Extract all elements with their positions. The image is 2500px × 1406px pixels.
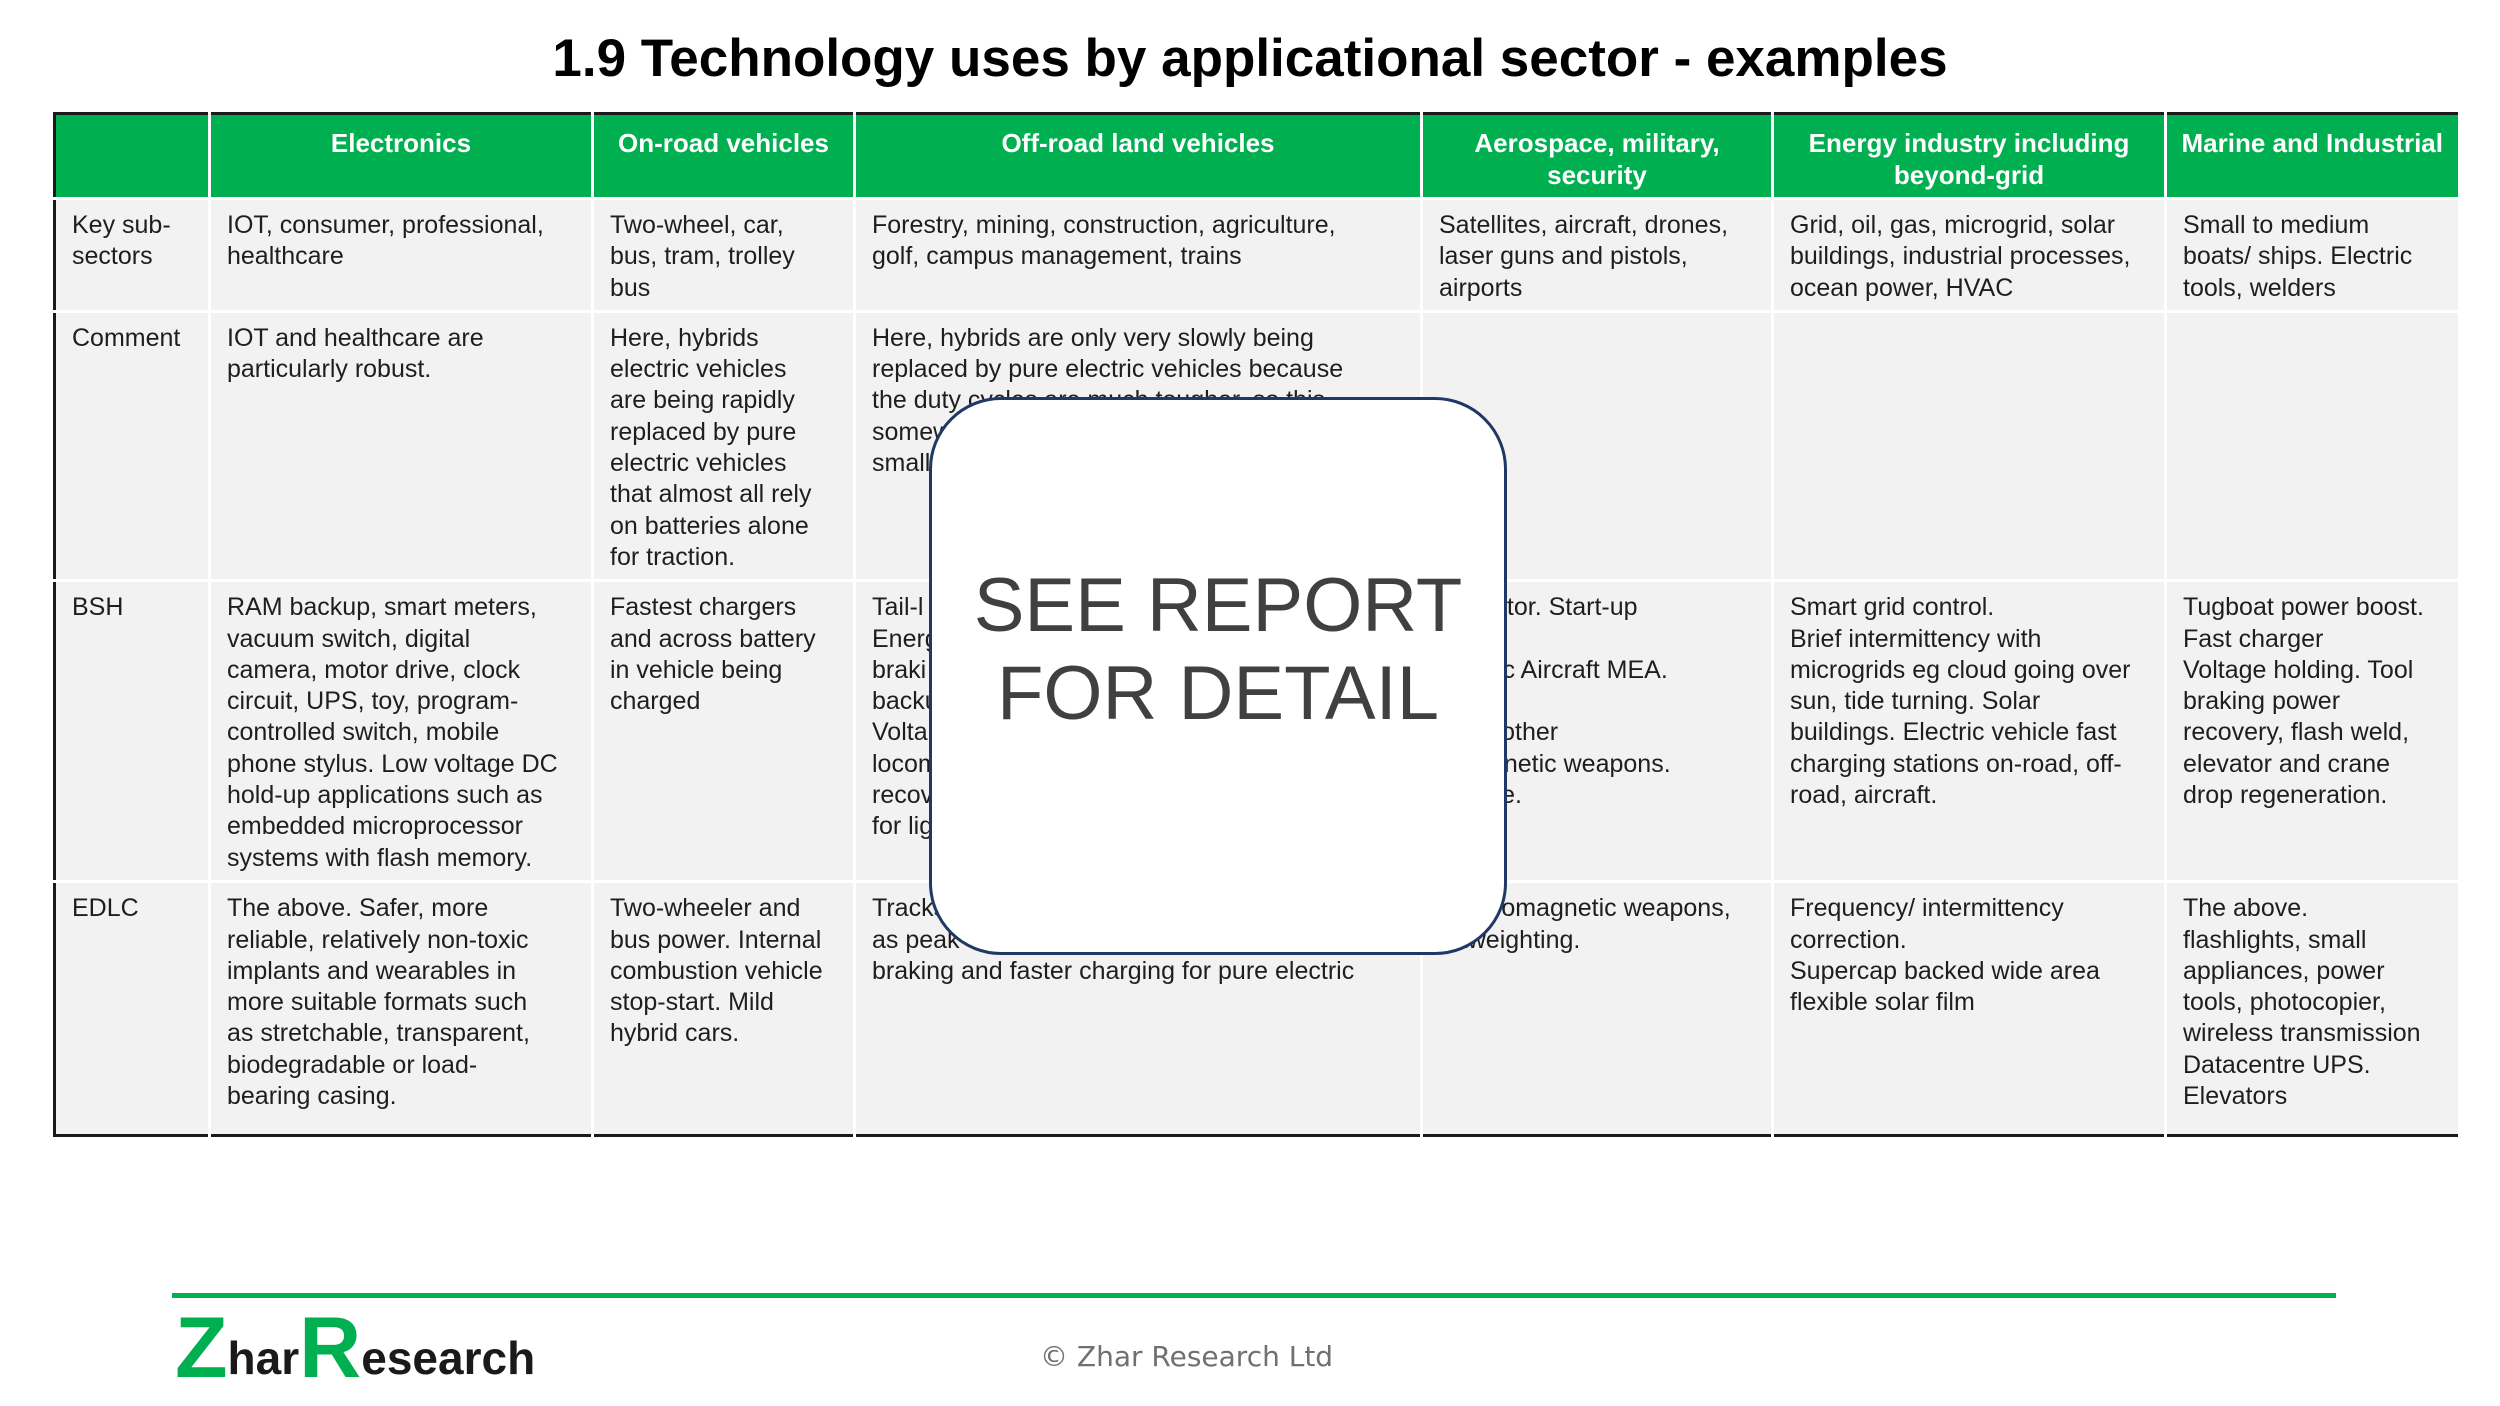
- table-cell: Satellites, aircraft, drones, laser guns…: [1421, 197, 1774, 312]
- table-cell: [1772, 309, 2167, 581]
- logo-letter-z: Z: [175, 1300, 228, 1396]
- overlay-text: SEE REPORT FOR DETAIL: [973, 563, 1463, 736]
- footer-divider: [172, 1293, 2336, 1298]
- logo-text-esearch: esearch: [361, 1332, 536, 1384]
- header-cell: Marine and Industrial: [2165, 113, 2458, 199]
- table-cell: BSH: [54, 579, 211, 882]
- page-title: 1.9 Technology uses by applicational sec…: [552, 29, 1948, 88]
- header-cell: Aerospace, military, security: [1421, 113, 1774, 199]
- table-cell: IOT, consumer, professional, healthcare: [209, 197, 594, 312]
- see-report-overlay: SEE REPORT FOR DETAIL: [929, 397, 1507, 955]
- table-cell: Here, hybrids electric vehicles are bein…: [592, 309, 856, 581]
- table-cell: Small to medium boats/ ships. Electric t…: [2165, 197, 2458, 312]
- table-cell: Key sub- sectors: [54, 197, 211, 312]
- table-cell: The above. Safer, more reliable, relativ…: [209, 880, 594, 1136]
- table-cell: Grid, oil, gas, microgrid, solar buildin…: [1772, 197, 2167, 312]
- copyright-text: © Zhar Research Ltd: [1040, 1340, 1334, 1373]
- header-cell: [54, 113, 211, 199]
- logo-letter-r: R: [299, 1300, 362, 1396]
- table-cell: EDLC: [54, 880, 211, 1136]
- table-cell: Comment: [54, 309, 211, 581]
- table-cell: Smart grid control. Brief intermittency …: [1772, 579, 2167, 882]
- table-cell: [2165, 309, 2458, 581]
- table-cell: The above. flashlights, small appliances…: [2165, 880, 2458, 1136]
- table-cell: RAM backup, smart meters, vacuum switch,…: [209, 579, 594, 882]
- header-cell: Off-road land vehicles: [854, 113, 1423, 199]
- zhar-research-logo: Z har R esearch: [175, 1300, 536, 1396]
- table-cell: Two-wheeler and bus power. Internal comb…: [592, 880, 856, 1136]
- header-cell: Energy industry including beyond-grid: [1772, 113, 2167, 199]
- table-header-row: Electronics On-road vehicles Off-road la…: [54, 113, 2458, 199]
- header-cell: Electronics: [209, 113, 594, 199]
- table-cell: Two-wheel, car, bus, tram, trolley bus: [592, 197, 856, 312]
- table-cell: Fastest chargers and across battery in v…: [592, 579, 856, 882]
- header-cell: On-road vehicles: [592, 113, 856, 199]
- table-cell: Forestry, mining, construction, agricult…: [854, 197, 1423, 312]
- table-cell: Tugboat power boost. Fast charger Voltag…: [2165, 579, 2458, 882]
- logo-text-har: har: [227, 1332, 300, 1384]
- table-cell: Frequency/ intermittency correction. Sup…: [1772, 880, 2167, 1136]
- table-cell: IOT and healthcare are particularly robu…: [209, 309, 594, 581]
- table-row: Key sub- sectors IOT, consumer, professi…: [54, 197, 2458, 312]
- table-row: EDLC The above. Safer, more reliable, re…: [54, 880, 2458, 1136]
